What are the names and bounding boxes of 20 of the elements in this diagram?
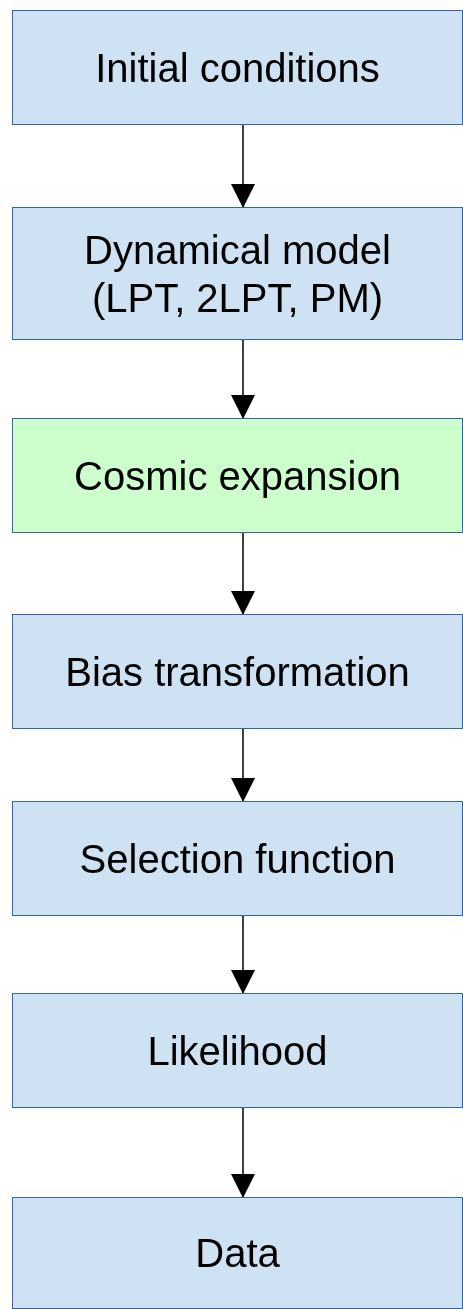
arrow	[231, 339, 255, 419]
box-label: Bias transformation	[65, 648, 410, 696]
arrow	[231, 532, 255, 615]
box-label: Selection function	[79, 835, 396, 883]
arrow	[231, 728, 255, 802]
process-box	[12, 801, 463, 916]
arrow	[231, 1107, 255, 1198]
process-box	[12, 614, 463, 729]
process-box	[12, 418, 463, 533]
process-box	[12, 207, 463, 340]
process-box	[12, 1197, 463, 1309]
process-box	[12, 993, 463, 1108]
box-label: Data	[195, 1230, 280, 1277]
arrow	[231, 124, 255, 208]
box-label: Dynamical model (LPT, 2LPT, PM)	[83, 226, 392, 322]
process-box	[12, 10, 463, 125]
arrow	[231, 915, 255, 994]
box-label: Initial conditions	[95, 44, 380, 92]
box-label: Cosmic expansion	[74, 452, 401, 500]
box-label: Likelihood	[147, 1027, 328, 1075]
